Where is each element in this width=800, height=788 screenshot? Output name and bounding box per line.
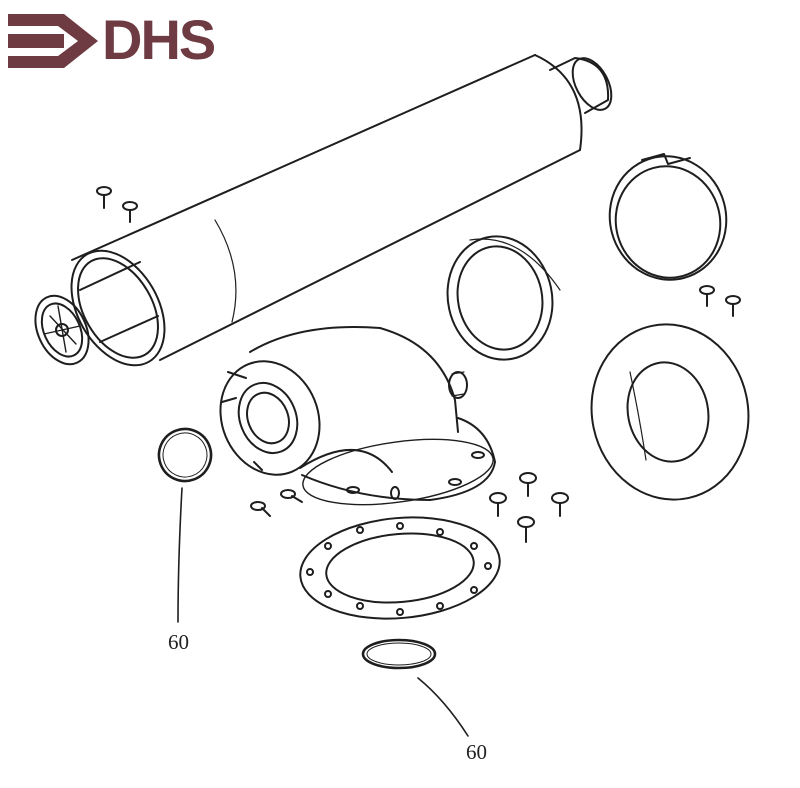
callout-60-bottom: 60 — [466, 740, 487, 764]
logo-text: DHS — [102, 8, 216, 71]
screw-icon — [96, 186, 138, 223]
gasket — [299, 516, 501, 620]
clamp-band — [608, 153, 728, 281]
flue-pipe — [34, 54, 613, 367]
screw-icon — [699, 285, 741, 317]
sealing-ring — [446, 235, 561, 361]
wall-rosette — [590, 323, 750, 501]
flue-elbow — [219, 326, 496, 506]
o-ring-small — [157, 427, 213, 623]
screw-icon — [250, 472, 569, 543]
callout-60-left: 60 — [168, 630, 189, 654]
logo-arrow-icon — [8, 14, 98, 68]
dhs-logo: DHS — [6, 8, 246, 74]
o-ring-bottom — [361, 638, 469, 737]
